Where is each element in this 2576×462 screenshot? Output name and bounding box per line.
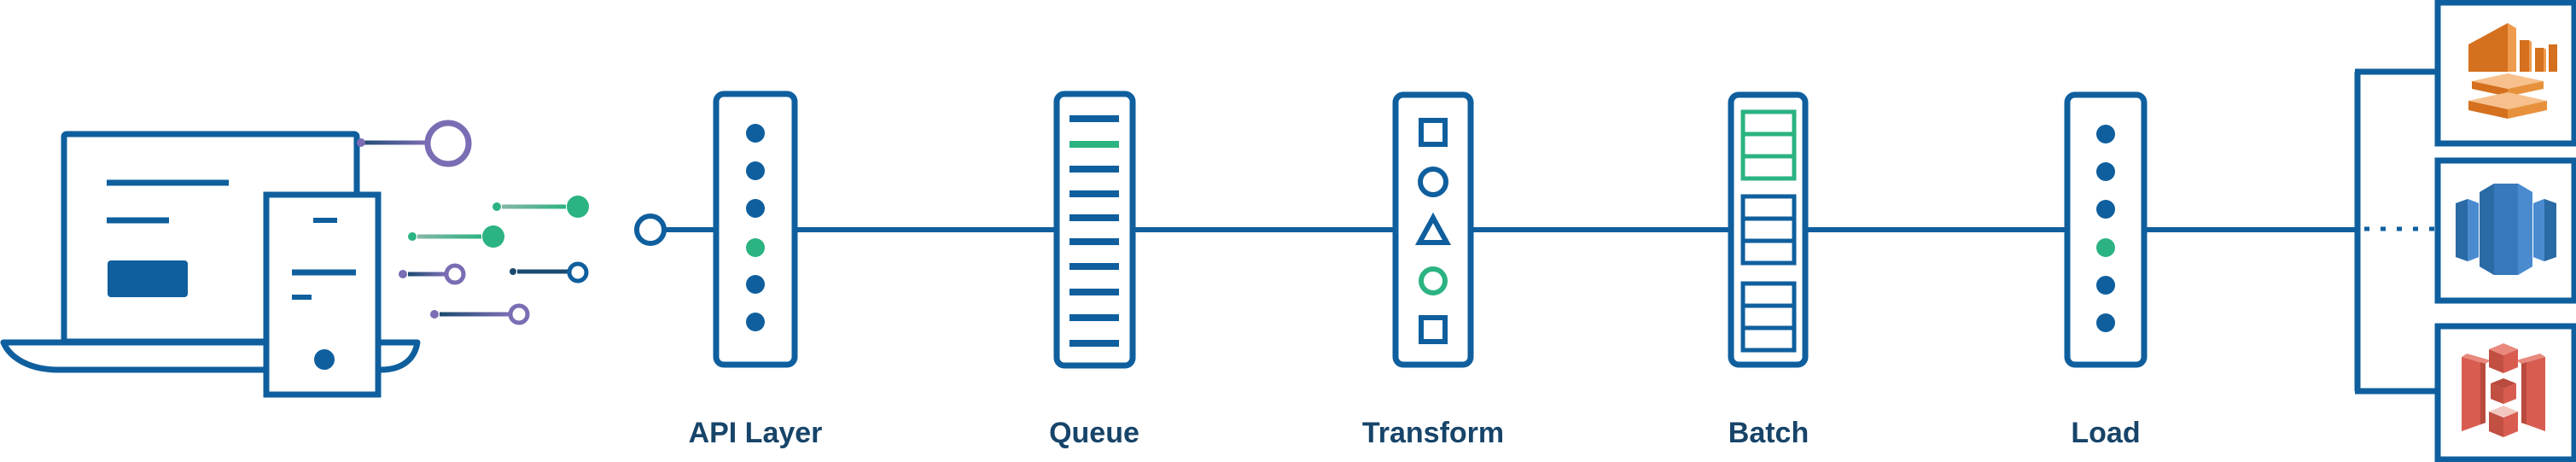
stage-column-queue	[1053, 91, 1136, 369]
pipeline-start-node	[634, 213, 667, 246]
aws-redshift-icon	[2456, 184, 2556, 275]
dot-item	[2096, 276, 2115, 295]
batch-group-accent	[1740, 109, 1797, 181]
batch-group	[1740, 194, 1797, 266]
destination-box-s3	[2434, 323, 2576, 462]
stage-label-api-layer: API Layer	[689, 417, 823, 449]
aws-kinesis-firehose-icon	[2468, 23, 2557, 119]
stage-column-transform	[1392, 91, 1474, 368]
batch-group	[1740, 281, 1797, 353]
particle-dot	[430, 310, 439, 319]
particle-circle-green	[482, 225, 504, 248]
stage-label-queue: Queue	[1049, 417, 1139, 449]
dot-item	[746, 124, 765, 143]
dot-item-accent	[2096, 238, 2115, 257]
stage-label-load: Load	[2071, 417, 2140, 449]
particle-dot	[408, 232, 417, 241]
dot-item-accent	[746, 238, 765, 257]
dot-item	[2096, 162, 2115, 181]
particle-dot	[357, 138, 365, 147]
particle-circle-green	[567, 196, 589, 218]
aws-s3-icon	[2462, 343, 2545, 437]
data-particles	[357, 120, 589, 325]
dot-item	[746, 313, 765, 331]
circle-shape	[1418, 167, 1448, 197]
circle-shape-accent	[1419, 266, 1448, 295]
particle-circle-purple	[424, 120, 472, 167]
pipeline-connector	[634, 68, 2438, 395]
dot-item	[2096, 200, 2115, 219]
laptop-button-block	[108, 260, 188, 297]
stage-column-api-layer	[713, 91, 798, 368]
particle-dot	[399, 270, 407, 278]
destination-box-kinesis	[2434, 0, 2576, 147]
square-shape	[1419, 118, 1448, 147]
phone-icon	[263, 191, 382, 398]
particle-circle-purple	[444, 263, 466, 285]
particle-dot	[510, 268, 516, 275]
phone-home-button	[314, 349, 335, 370]
stage-label-transform: Transform	[1362, 417, 1504, 449]
particle-circle-blue	[567, 261, 589, 284]
stage-column-load	[2064, 91, 2148, 368]
dot-item	[746, 199, 765, 218]
triangle-shape	[1414, 212, 1452, 245]
destination-box-redshift	[2434, 157, 2576, 304]
stage-label-batch: Batch	[1728, 417, 1809, 449]
particle-circle-purple	[508, 303, 530, 325]
stage-column-batch	[1728, 91, 1809, 368]
dot-item	[746, 275, 765, 294]
dot-item	[746, 161, 765, 180]
dot-item	[2096, 125, 2115, 143]
square-shape	[1419, 315, 1448, 344]
particle-dot	[492, 202, 501, 211]
dot-item	[2096, 313, 2115, 332]
